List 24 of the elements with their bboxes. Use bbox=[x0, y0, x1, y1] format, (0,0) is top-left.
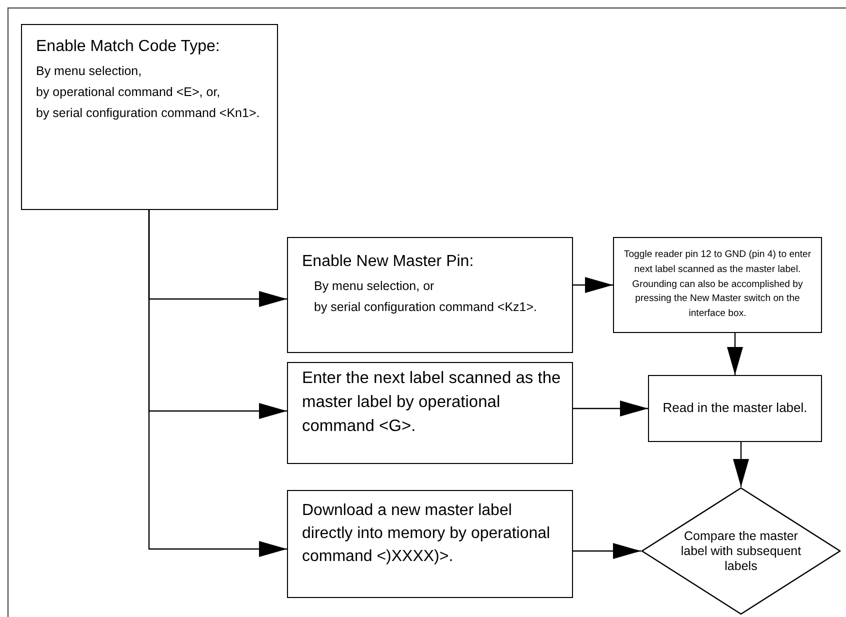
process-box bbox=[648, 375, 822, 442]
arrow bbox=[573, 543, 641, 559]
box-text: Compare the master label with subsequent labels bbox=[680, 528, 802, 574]
process-box bbox=[613, 237, 822, 333]
arrow bbox=[573, 400, 648, 416]
box-text: By menu selection, bbox=[36, 64, 143, 80]
arrow bbox=[733, 442, 749, 487]
box-text: Read in the master label. bbox=[662, 400, 808, 417]
box-heading: Enable Match Code Type: bbox=[36, 37, 221, 56]
box-text: Download a new master label directly into memory by operational command <)XXXX)>. bbox=[302, 501, 552, 568]
box-text: By menu selection, or bbox=[314, 279, 436, 294]
process-box bbox=[287, 490, 573, 598]
process-box bbox=[287, 362, 573, 464]
box-text: by operational command <E>, or, bbox=[36, 85, 222, 100]
process-box bbox=[21, 24, 278, 210]
process-box bbox=[287, 237, 573, 353]
box-text: by serial configuration command <Kz1>. bbox=[314, 300, 538, 316]
box-text: Enter the next label scanned as the master label by operational command <G>. bbox=[302, 368, 562, 437]
box-heading: Enable New Master Pin: bbox=[302, 252, 475, 272]
arrow bbox=[148, 210, 287, 557]
box-text: by serial configuration command <Kn1>. bbox=[36, 106, 261, 122]
box-text: Toggle reader pin 12 to GND (pin 4) to enter next label scanned as the master label. Grounding can also be accomplished by pressing the New Master switch on the interface box. bbox=[622, 248, 812, 322]
arrow bbox=[573, 277, 613, 293]
arrow bbox=[727, 333, 743, 375]
